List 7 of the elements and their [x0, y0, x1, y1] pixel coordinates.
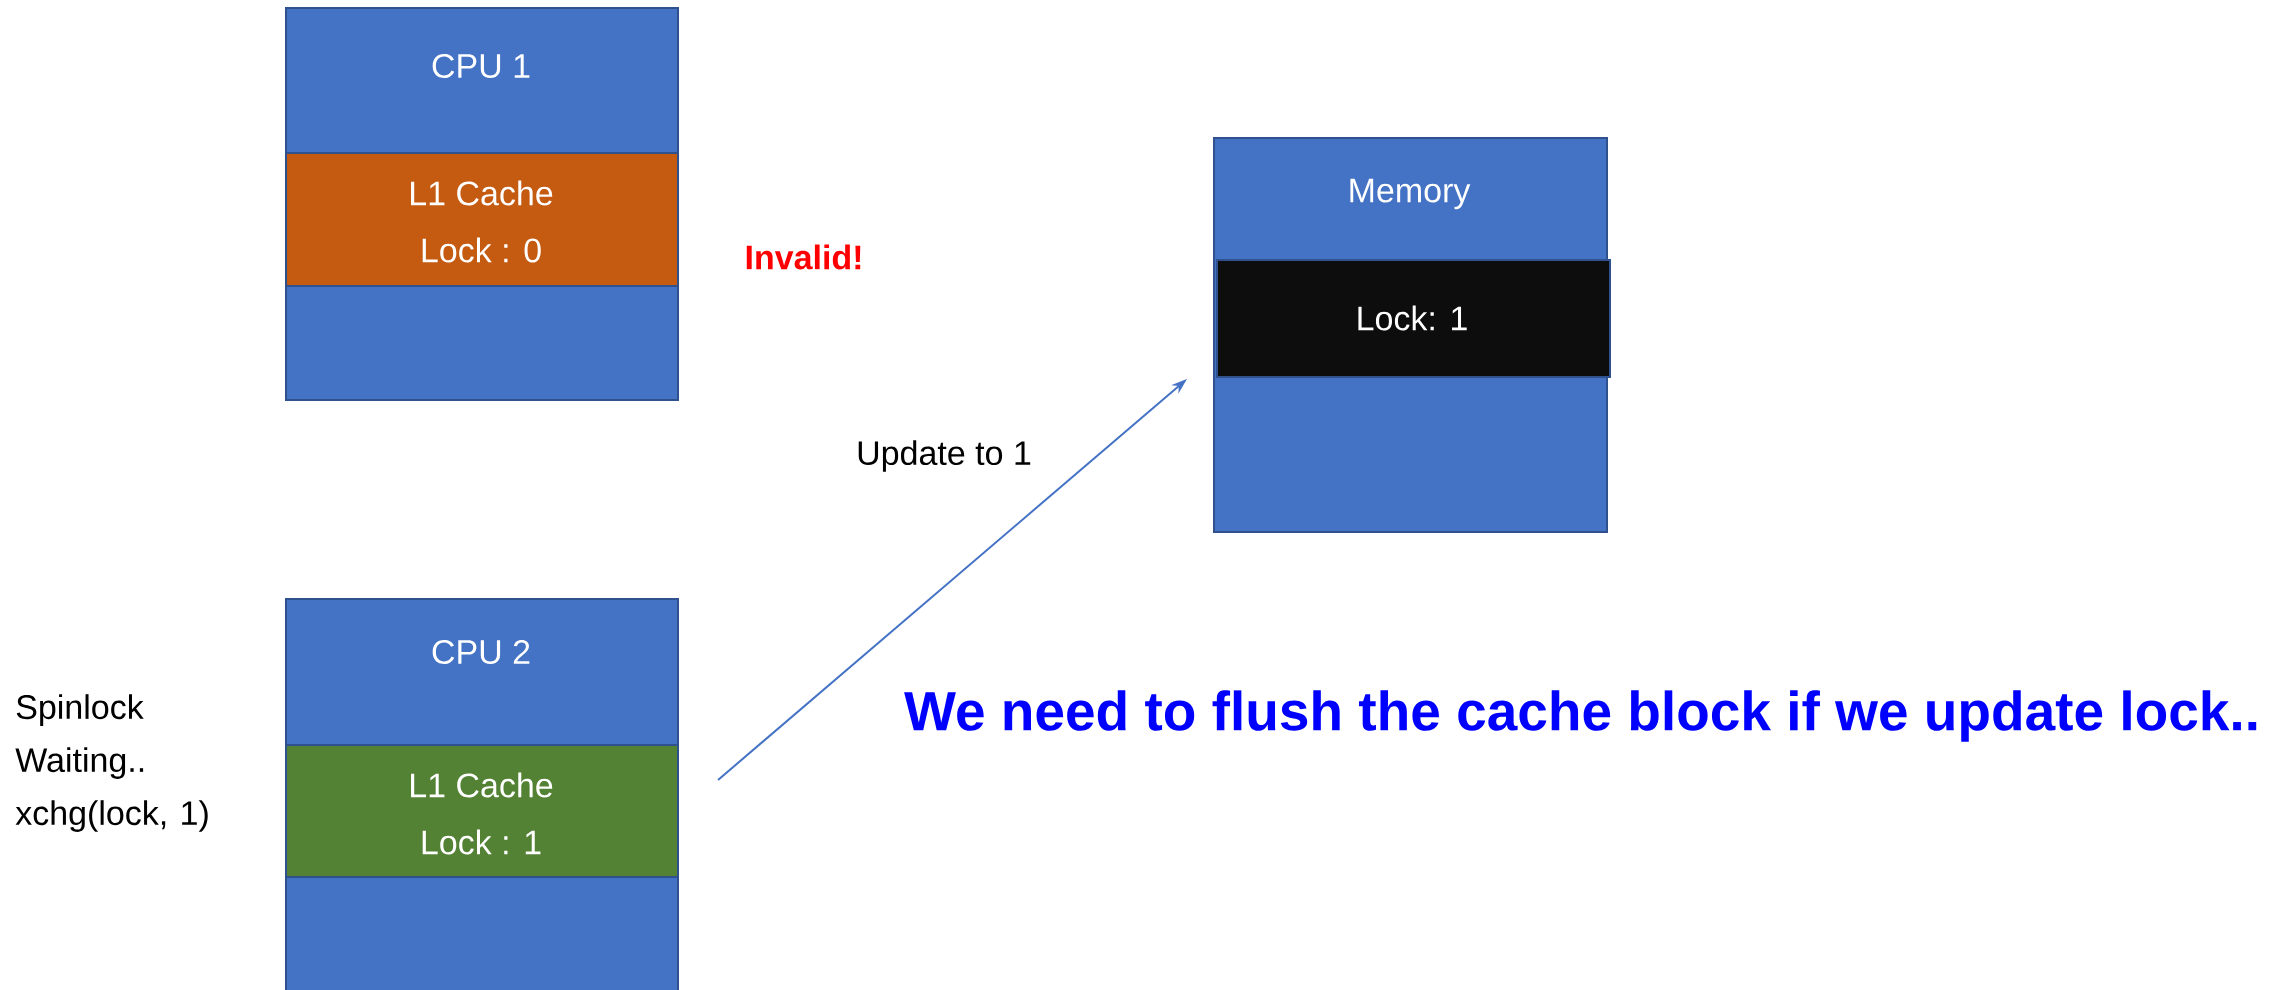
note-text: Spinlock Waiting.. xchg(lock, 1) [15, 694, 208, 832]
cache-box: L1 Cache Lock : 1 [285, 744, 679, 878]
status-label: Invalid! [746, 244, 861, 270]
heading-text: We need to flush the cache block if we update lock.. [904, 690, 2257, 742]
cache-box: L1 Cache Lock : 0 [285, 152, 679, 287]
lock-box: Lock: 1 [1216, 259, 1611, 378]
edge-label: Update to 1 [854, 438, 1034, 474]
